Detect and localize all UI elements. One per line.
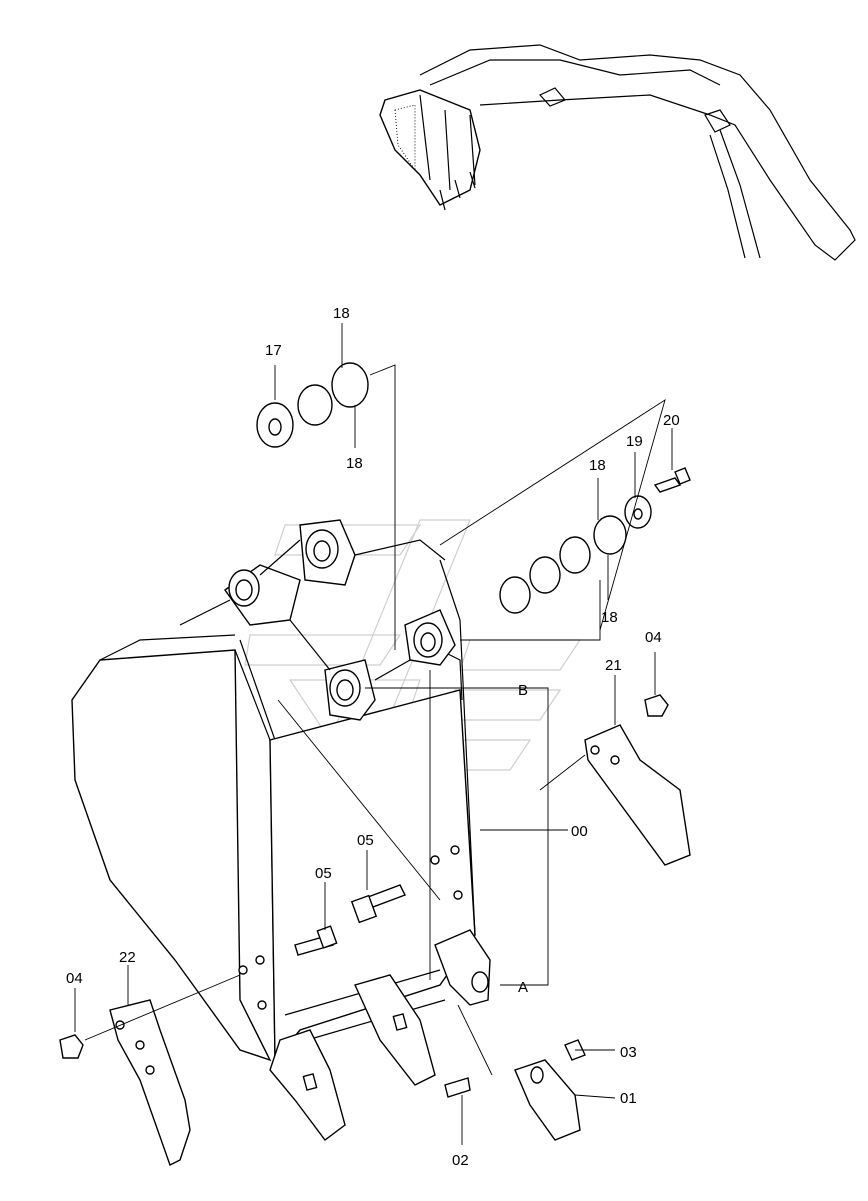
callout-22: 22 bbox=[119, 949, 136, 966]
callout-18-right: 18 bbox=[589, 457, 606, 474]
callout-18-lower: 18 bbox=[601, 609, 618, 626]
callout-19: 19 bbox=[626, 433, 643, 450]
callout-04-left: 04 bbox=[66, 970, 83, 987]
callout-18-top: 18 bbox=[333, 305, 350, 322]
callout-20: 20 bbox=[663, 412, 680, 429]
callout-18-under: 18 bbox=[346, 455, 363, 472]
bucket-linkage bbox=[179, 519, 456, 721]
excavator-arm-inset bbox=[379, 44, 856, 261]
callout-04-right: 04 bbox=[645, 629, 662, 646]
side-cutter-right bbox=[584, 694, 691, 866]
callout-00: 00 bbox=[571, 823, 588, 840]
callout-17: 17 bbox=[265, 342, 282, 359]
leader-lines bbox=[74, 323, 673, 1145]
callout-05-lower: 05 bbox=[315, 865, 332, 882]
callout-b: B bbox=[518, 682, 528, 699]
callout-labels: 17 18 18 18 18 19 20 04 21 B 00 05 05 22… bbox=[66, 305, 680, 1169]
callout-03: 03 bbox=[620, 1044, 637, 1061]
bucket-body bbox=[71, 559, 476, 1062]
callout-05-upper: 05 bbox=[357, 832, 374, 849]
hardware-parts bbox=[256, 362, 691, 956]
callout-a: A bbox=[518, 979, 528, 996]
side-cutter-left bbox=[59, 999, 191, 1166]
callout-21: 21 bbox=[605, 657, 622, 674]
callout-02: 02 bbox=[452, 1152, 469, 1169]
teeth-row bbox=[269, 929, 586, 1141]
callout-01: 01 bbox=[620, 1090, 637, 1107]
